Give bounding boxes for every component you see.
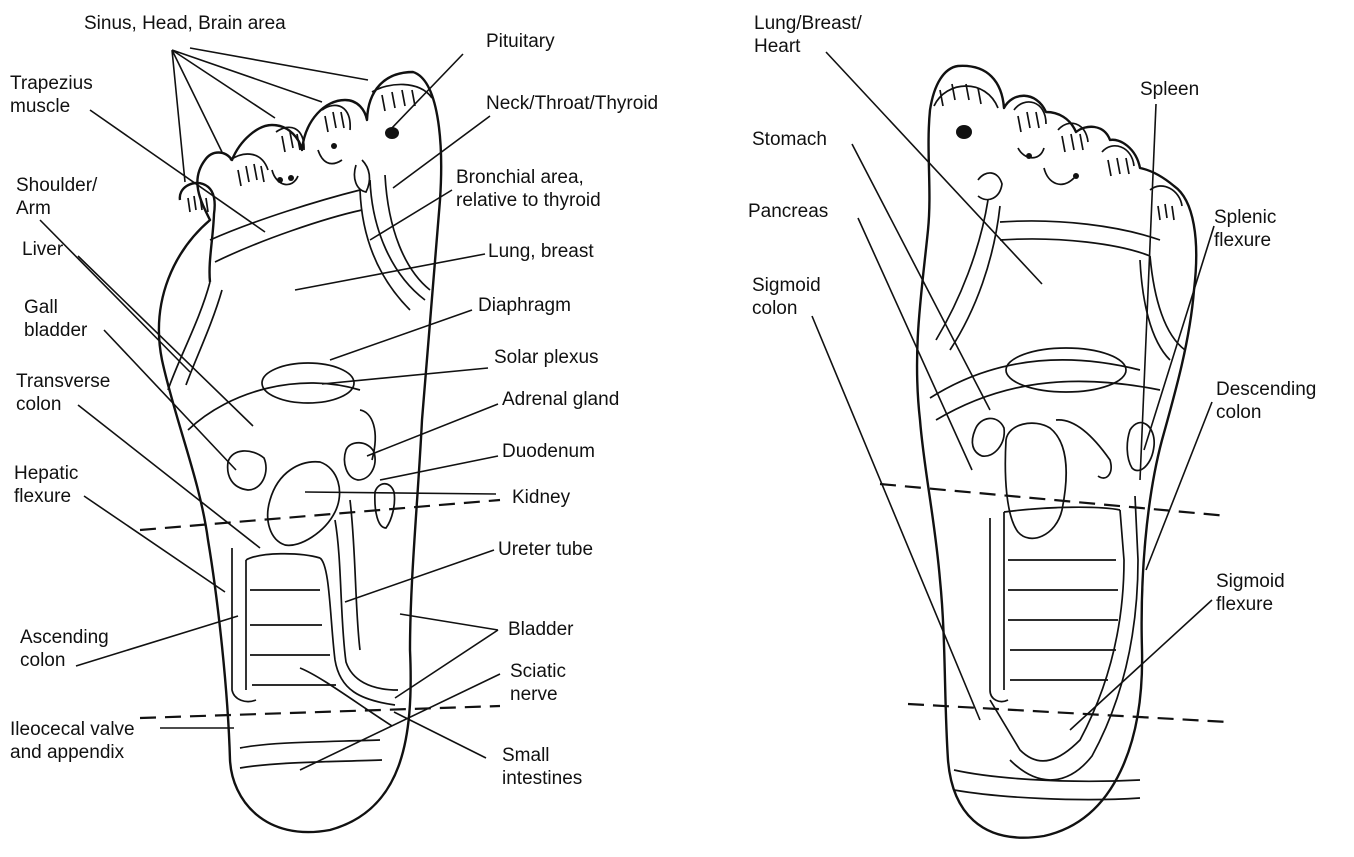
label-small-intestines: Small intestines: [502, 744, 582, 790]
label-sigmoid-colon: Sigmoid colon: [752, 274, 821, 320]
label-shoulder-arm: Shoulder/ Arm: [16, 174, 97, 220]
label-bladder: Bladder: [508, 618, 574, 641]
label-hepatic-flexure: Hepatic flexure: [14, 462, 78, 508]
label-solar-plexus: Solar plexus: [494, 346, 599, 369]
label-diaphragm: Diaphragm: [478, 294, 571, 317]
label-gall-bladder: Gall bladder: [24, 296, 87, 342]
label-splenic-flexure: Splenic flexure: [1214, 206, 1276, 252]
label-adrenal-gland: Adrenal gland: [502, 388, 619, 411]
label-sinus-head-brain: Sinus, Head, Brain area: [84, 12, 286, 35]
label-descending-colon: Descending colon: [1216, 378, 1316, 424]
label-duodenum: Duodenum: [502, 440, 595, 463]
label-spleen: Spleen: [1140, 78, 1199, 101]
label-stomach: Stomach: [752, 128, 827, 151]
label-bronchial-area: Bronchial area, relative to thyroid: [456, 166, 601, 212]
label-ileocecal-valve: Ileocecal valve and appendix: [10, 718, 135, 764]
label-pancreas: Pancreas: [748, 200, 828, 223]
right-foot: [812, 52, 1228, 838]
left-heel-line: [140, 706, 500, 718]
label-pituitary: Pituitary: [486, 30, 555, 53]
left-waist-line: [140, 500, 500, 530]
label-ascending-colon: Ascending colon: [20, 626, 109, 672]
left-foot-outline: [159, 72, 441, 832]
label-neck-throat-thyroid: Neck/Throat/Thyroid: [486, 92, 658, 115]
label-liver: Liver: [22, 238, 63, 261]
right-heel-line: [908, 704, 1228, 722]
label-lung-breast: Lung, breast: [488, 240, 594, 263]
label-trapezius-muscle: Trapezius muscle: [10, 72, 93, 118]
label-sciatic-nerve: Sciatic nerve: [510, 660, 566, 706]
right-foot-outline: [917, 66, 1196, 838]
label-sigmoid-flexure: Sigmoid flexure: [1216, 570, 1285, 616]
label-kidney: Kidney: [512, 486, 570, 509]
label-lung-breast-heart: Lung/Breast/ Heart: [754, 12, 862, 58]
label-transverse-colon: Transverse colon: [16, 370, 110, 416]
left-foot: [40, 48, 500, 832]
label-ureter-tube: Ureter tube: [498, 538, 593, 561]
